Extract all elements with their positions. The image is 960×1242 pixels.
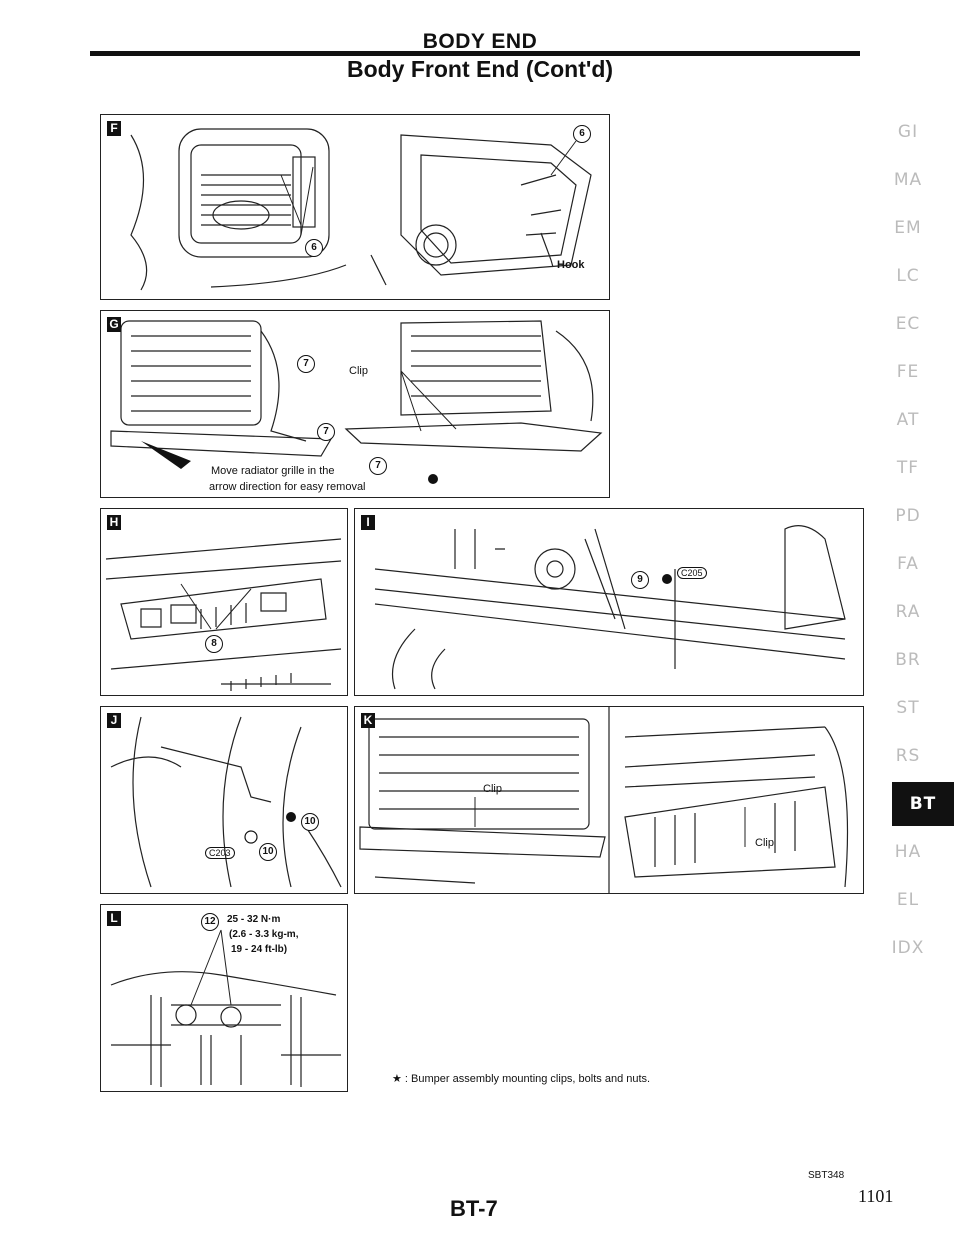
section-tab-ec[interactable]: EC bbox=[895, 314, 921, 334]
ref-callout: 6 bbox=[573, 125, 591, 143]
section-tab-bt[interactable]: BT bbox=[892, 782, 954, 826]
panel-badge-f: F bbox=[107, 121, 121, 136]
ref-callout: 10 bbox=[301, 813, 319, 831]
ref-callout: 7 bbox=[297, 355, 315, 373]
panel-l: L 12 25 - 32 N·m (2.6 - 3.3 kg-m, 19 - 2… bbox=[100, 904, 348, 1092]
torque-spec-ftlb: 19 - 24 ft-lb) bbox=[231, 944, 288, 955]
section-tab-fe[interactable]: FE bbox=[896, 362, 920, 382]
page-label: BT-7 bbox=[450, 1196, 498, 1221]
panel-h: H 8 bbox=[100, 508, 348, 696]
section-tab-st[interactable]: ST bbox=[896, 698, 920, 718]
clip-label: Clip bbox=[349, 365, 368, 377]
star-legend: ★ : Bumper assembly mounting clips, bolt… bbox=[392, 1073, 651, 1085]
panel-f: F 6 6 Hook bbox=[100, 114, 610, 300]
section-title: BODY END bbox=[422, 30, 538, 53]
section-tab-lc[interactable]: LC bbox=[896, 266, 920, 286]
section-tab-pd[interactable]: PD bbox=[895, 506, 921, 526]
grille-note-line2: arrow direction for easy removal bbox=[209, 481, 366, 493]
section-tab-gi[interactable]: GI bbox=[897, 122, 919, 142]
page-number: 1101 bbox=[858, 1186, 894, 1206]
section-tab-br[interactable]: BR bbox=[895, 650, 921, 670]
ref-callout: 8 bbox=[205, 635, 223, 653]
panel-badge-j: J bbox=[107, 713, 121, 728]
section-tab-tf[interactable]: TF bbox=[896, 458, 920, 478]
panel-badge-i: I bbox=[361, 515, 375, 530]
panel-g: G Clip 7 7 7 Move radiator grille in the… bbox=[100, 310, 610, 498]
fender-bolt-drawing bbox=[110, 716, 342, 888]
clip-code-label: C205 bbox=[677, 567, 707, 579]
headlamp-removal-drawing bbox=[130, 128, 592, 291]
ref-callout: 6 bbox=[305, 239, 323, 257]
grille-clip-drawing bbox=[105, 538, 342, 691]
clip-label: Clip bbox=[483, 783, 502, 795]
page-subtitle: Body Front End (Cont'd) bbox=[346, 56, 614, 82]
section-tab-em[interactable]: EM bbox=[894, 218, 922, 238]
clip-code-label: C203 bbox=[205, 847, 235, 859]
panel-badge-h: H bbox=[107, 515, 121, 530]
figure-code: SBT348 bbox=[808, 1170, 845, 1181]
panel-j: J 10 10 C203 bbox=[100, 706, 348, 894]
torque-spec-nm: 25 - 32 N·m bbox=[227, 914, 281, 925]
section-tab-idx[interactable]: IDX bbox=[891, 938, 925, 958]
header-rule bbox=[90, 51, 860, 56]
section-tab-ha[interactable]: HA bbox=[894, 842, 922, 862]
grille-note-line1: Move radiator grille in the bbox=[211, 465, 335, 477]
section-tab-fa[interactable]: FA bbox=[897, 554, 919, 574]
ref-callout: 12 bbox=[201, 913, 219, 931]
panel-badge-k: K bbox=[361, 713, 375, 728]
hook-label: Hook bbox=[557, 259, 585, 271]
section-tab-ma[interactable]: MA bbox=[893, 170, 923, 190]
horn-bracket-drawing bbox=[374, 525, 846, 690]
bumper-mounting-drawing bbox=[110, 929, 341, 1087]
section-tab-rs[interactable]: RS bbox=[895, 746, 921, 766]
ref-callout: 10 bbox=[259, 843, 277, 861]
ref-callout: 7 bbox=[369, 457, 387, 475]
radiator-grille-drawing bbox=[110, 320, 603, 484]
panel-k: K Clip Clip bbox=[354, 706, 864, 894]
panel-badge-g: G bbox=[107, 317, 121, 332]
ref-callout: 7 bbox=[317, 423, 335, 441]
section-tab-at[interactable]: AT bbox=[896, 410, 920, 430]
headlamp-bracket-clip-drawing bbox=[359, 707, 849, 893]
panel-badge-l: L bbox=[107, 911, 121, 926]
section-tab-ra[interactable]: RA bbox=[895, 602, 921, 622]
section-tab-el[interactable]: EL bbox=[896, 890, 920, 910]
ref-callout: 9 bbox=[631, 571, 649, 589]
clip-label: Clip bbox=[755, 837, 774, 849]
panel-i: I 9 C205 bbox=[354, 508, 864, 696]
torque-spec-kgm: (2.6 - 3.3 kg-m, bbox=[229, 929, 299, 940]
